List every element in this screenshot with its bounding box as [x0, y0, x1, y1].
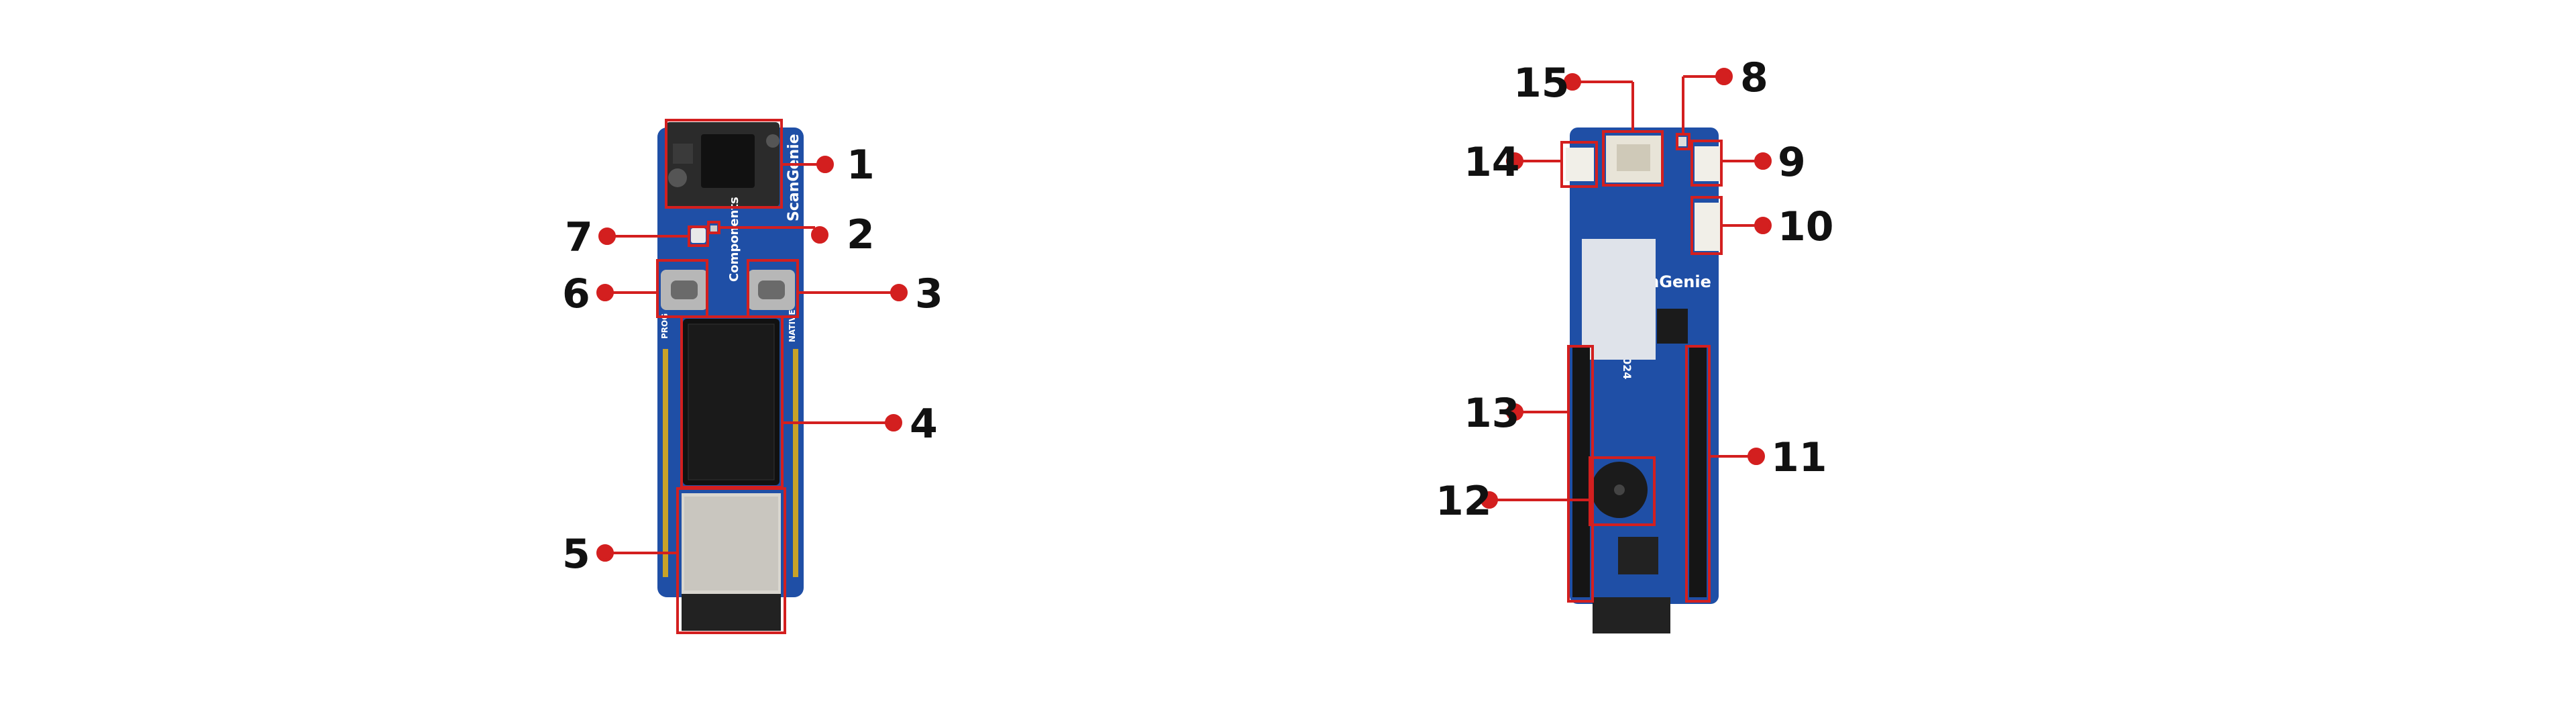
- callout-number-2: 2: [847, 211, 875, 258]
- back-ribbon: [1582, 239, 1656, 360]
- front-left-pins: [663, 349, 668, 577]
- back-right-jst-top: [1695, 146, 1720, 181]
- back-leaders: [1481, 68, 1772, 509]
- callout-box-6: [656, 259, 708, 318]
- callout-numbers: 1 2 3 4 5 6 7 8 9 10 11 12 13 14 15: [562, 54, 1834, 578]
- back-right-header: [1689, 348, 1707, 597]
- back-left-jst: [1566, 148, 1594, 181]
- callout-number-6: 6: [562, 270, 590, 317]
- callout-box-12: [1589, 456, 1656, 526]
- front-callout-boxes: [656, 119, 799, 634]
- front-leaders: [596, 156, 908, 562]
- callout-number-11: 11: [1771, 434, 1827, 481]
- callout-number-10: 10: [1778, 203, 1834, 250]
- callout-number-7: 7: [565, 214, 593, 261]
- callout-box-11: [1685, 345, 1711, 603]
- back-bottom-logos: [1593, 597, 1670, 633]
- front-native-label: NATIVE: [788, 309, 797, 342]
- front-antenna: [682, 594, 781, 631]
- front-product-text: ScanGenie: [786, 134, 802, 222]
- back-chip: [1657, 309, 1688, 344]
- front-right-pins: [793, 349, 798, 577]
- callout-number-8: 8: [1740, 54, 1768, 101]
- front-rgb-led: [691, 228, 706, 243]
- callout-box-13: [1567, 345, 1594, 603]
- front-prog-label: PROG: [660, 313, 669, 339]
- callout-box-14: [1560, 141, 1598, 188]
- callout-box-5: [676, 487, 786, 634]
- callout-number-1: 1: [847, 142, 875, 189]
- front-brand-text: Components: [727, 197, 741, 282]
- board-front: Components ScanGenie PROG NATIVE: [657, 122, 804, 631]
- back-left-header: [1572, 348, 1590, 597]
- front-lcd-screen: [688, 323, 775, 480]
- back-small-led: [1677, 137, 1686, 146]
- back-regulator: [1618, 537, 1658, 574]
- callout-number-5: 5: [562, 531, 590, 578]
- callout-number-13: 13: [1464, 390, 1520, 437]
- callout-number-4: 4: [910, 401, 938, 448]
- callout-number-15: 15: [1513, 60, 1570, 107]
- callout-number-9: 9: [1778, 139, 1806, 186]
- callout-box-9: [1690, 140, 1723, 187]
- callout-number-3: 3: [915, 270, 943, 317]
- board-back: anGenie HMM 2024: [1566, 128, 1720, 633]
- front-small-button: [710, 225, 717, 232]
- back-right-jst-mid: [1695, 203, 1720, 251]
- callout-number-12: 12: [1436, 478, 1492, 525]
- callout-number-14: 14: [1464, 139, 1520, 186]
